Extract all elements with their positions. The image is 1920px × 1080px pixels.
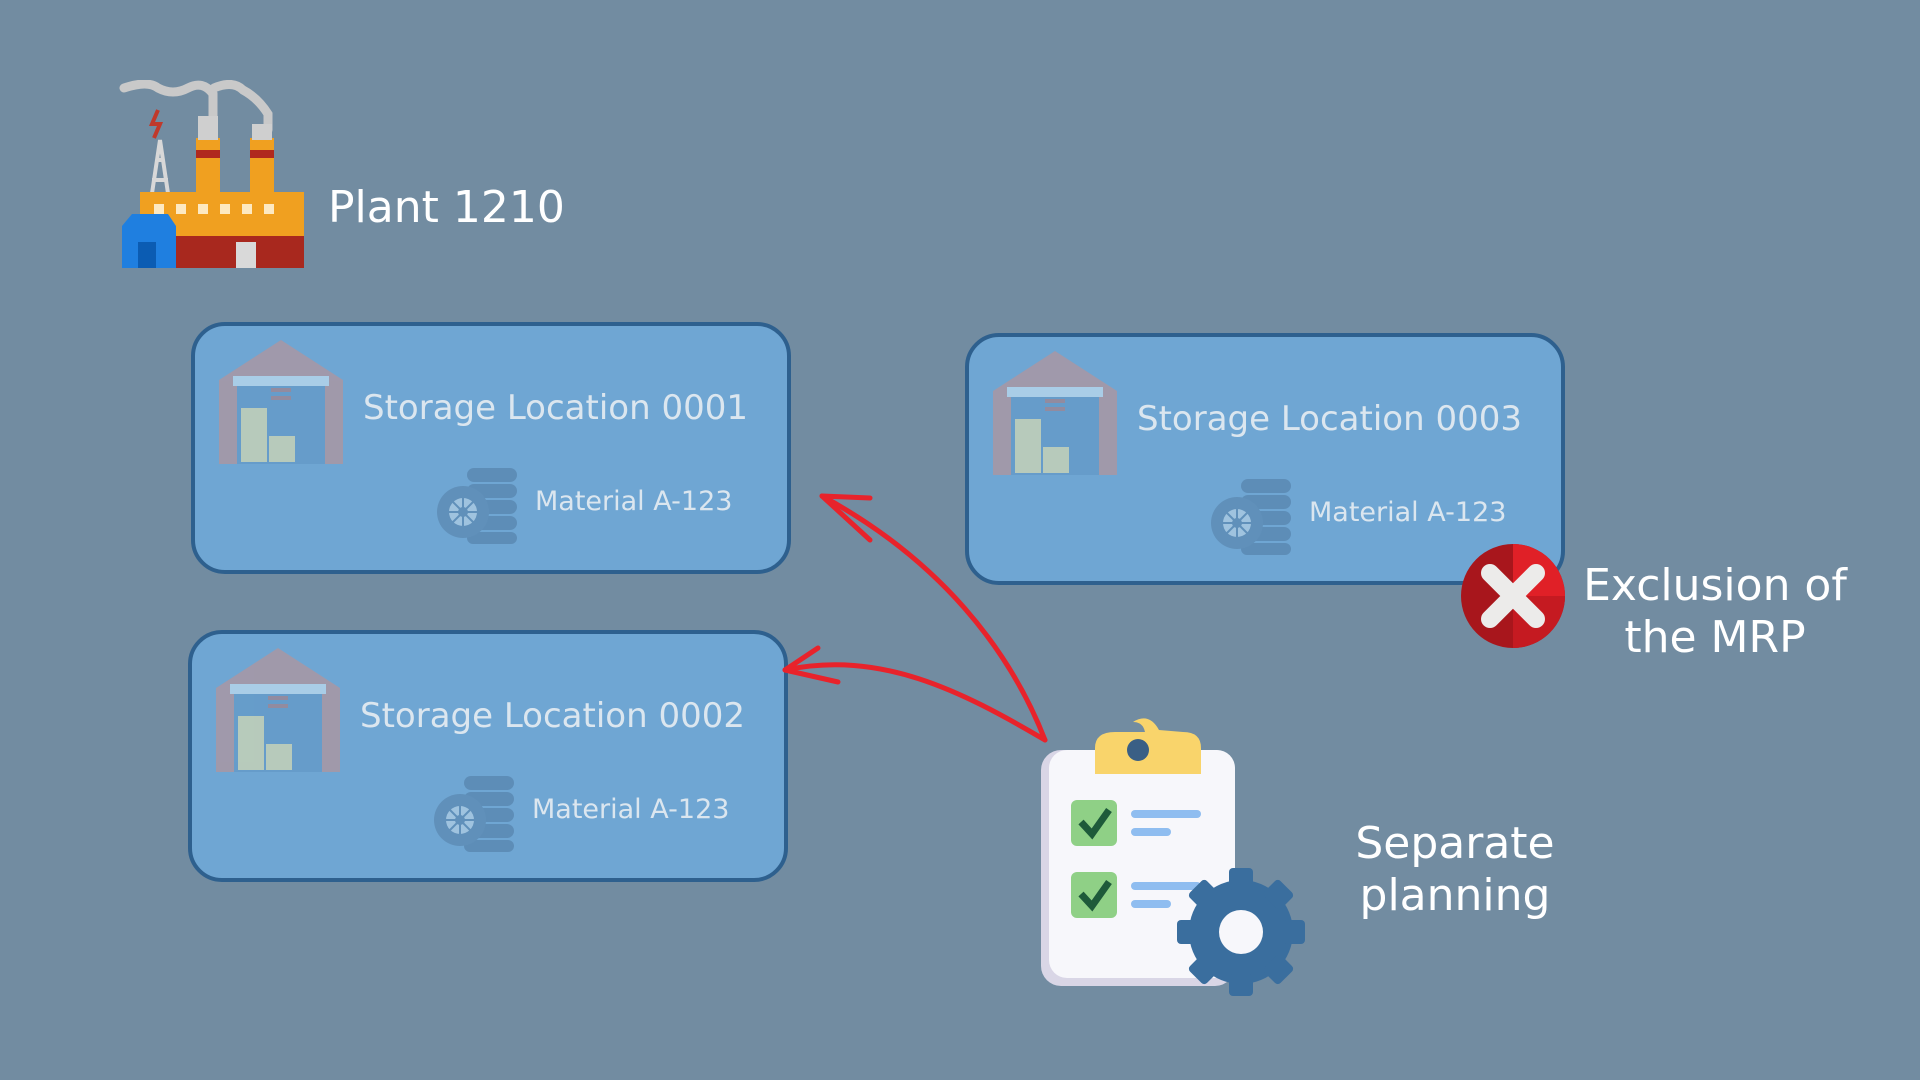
red-x-icon: [1460, 543, 1566, 649]
separate-planning-label: Separate planning: [1330, 818, 1580, 922]
arrow-to-location-0002: [782, 662, 1048, 743]
warehouse-icon: [217, 336, 345, 464]
arrowhead-location-0002: [782, 645, 841, 685]
warehouse-icon: [214, 644, 342, 772]
factory-icon: [118, 79, 308, 270]
tyres-icon: [1211, 475, 1293, 557]
tyres-icon: [437, 464, 519, 546]
material-label: Material A-123: [535, 486, 733, 517]
material-label: Material A-123: [1309, 497, 1507, 528]
exclusion-label-line1: Exclusion of: [1583, 560, 1847, 611]
storage-location-title: Storage Location 0001: [363, 388, 748, 428]
storage-location-title: Storage Location 0003: [1137, 399, 1522, 439]
exclusion-label-line2: the MRP: [1624, 612, 1806, 663]
tyres-icon: [434, 772, 516, 854]
clipboard-gear-icon: [1035, 718, 1315, 998]
plant-label: Plant 1210: [328, 182, 565, 233]
storage-location-title: Storage Location 0002: [360, 696, 745, 736]
storage-location-card-0002: Storage Location 0002 Material A-123: [188, 630, 788, 882]
material-label: Material A-123: [532, 794, 730, 825]
exclusion-label: Exclusion of the MRP: [1560, 560, 1870, 664]
storage-location-card-0001: Storage Location 0001 Material A-123: [191, 322, 791, 574]
arrowhead-location-0001: [819, 493, 873, 543]
storage-location-card-0003: Storage Location 0003 Material A-123: [965, 333, 1565, 585]
warehouse-icon: [991, 347, 1119, 475]
separate-planning-line2: planning: [1359, 870, 1551, 921]
separate-planning-line1: Separate: [1355, 818, 1555, 869]
